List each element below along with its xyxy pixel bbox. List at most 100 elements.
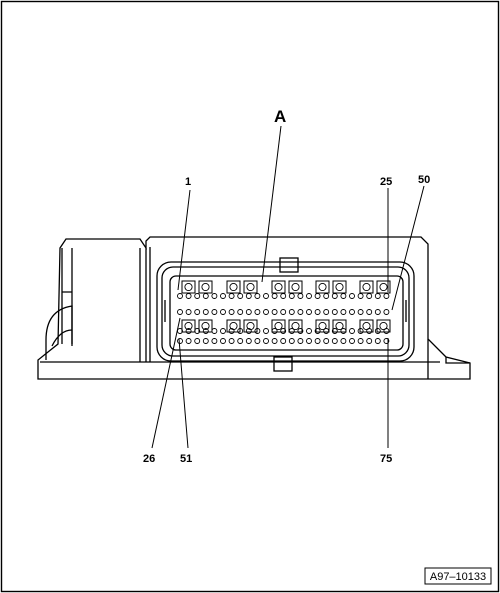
pin — [271, 328, 278, 334]
pin — [280, 309, 287, 315]
control-unit-housing — [37, 236, 471, 380]
housing-step — [139, 247, 151, 362]
pin — [306, 328, 312, 334]
shroud-inner — [161, 266, 410, 357]
pin — [211, 309, 218, 315]
pin — [340, 309, 347, 315]
callout-a: A — [274, 107, 286, 126]
pin — [340, 328, 347, 334]
pin — [185, 338, 192, 344]
connector-shroud — [156, 261, 415, 362]
terminal-socket — [318, 321, 327, 331]
pin — [288, 338, 295, 344]
shroud-ribs — [164, 300, 407, 322]
pin — [323, 309, 330, 315]
right-foot — [427, 339, 470, 379]
pin — [331, 309, 338, 315]
terminal-block — [315, 280, 330, 294]
callout-pin-75: 75 — [380, 453, 392, 465]
terminal-socket — [291, 321, 300, 331]
pin — [194, 309, 201, 315]
pin — [366, 309, 373, 315]
terminal-socket — [291, 282, 300, 292]
pin — [263, 338, 269, 344]
pin — [220, 328, 226, 334]
pin — [331, 328, 338, 334]
pin — [271, 309, 278, 315]
pin — [211, 293, 218, 299]
terminal-socket — [274, 321, 283, 331]
left-flange — [45, 305, 73, 360]
terminal-socket — [274, 282, 283, 292]
pin — [220, 293, 226, 299]
terminal-block — [332, 280, 347, 294]
pin — [366, 338, 373, 344]
pin — [202, 328, 209, 334]
terminal-socket — [379, 321, 388, 331]
terminal-block — [376, 319, 391, 333]
pin — [280, 338, 287, 344]
pin — [374, 293, 381, 299]
pin — [306, 309, 312, 315]
pin — [314, 309, 321, 315]
pin — [202, 309, 209, 315]
terminal-block — [315, 319, 330, 333]
pin — [254, 309, 261, 315]
terminal-block — [243, 319, 258, 333]
terminal-socket — [335, 282, 344, 292]
leader-pin-26 — [151, 317, 181, 449]
callout-pin-25: 25 — [380, 176, 392, 188]
terminal-socket — [379, 282, 388, 292]
terminal-block — [198, 319, 213, 333]
pin — [374, 309, 381, 315]
terminal-socket — [335, 321, 344, 331]
pin — [211, 338, 218, 344]
terminal-block — [181, 280, 196, 294]
pin — [280, 293, 287, 299]
leader-pin-1 — [177, 189, 191, 291]
pin — [349, 338, 355, 344]
pin — [228, 338, 235, 344]
bottom-tab — [273, 356, 293, 372]
terminal-block — [376, 280, 391, 294]
pin — [254, 293, 261, 299]
pin — [297, 309, 304, 315]
pin — [331, 338, 338, 344]
pin — [288, 309, 295, 315]
pin — [237, 293, 244, 299]
pin — [288, 328, 295, 334]
pin — [228, 328, 235, 334]
pin — [323, 328, 330, 334]
callout-pin-51: 51 — [180, 453, 192, 465]
pin — [194, 338, 201, 344]
pin — [349, 293, 355, 299]
leader-lines — [151, 125, 425, 449]
pin — [331, 293, 338, 299]
pin — [297, 338, 304, 344]
pin — [263, 309, 269, 315]
pin — [202, 338, 209, 344]
pin — [374, 328, 381, 334]
pin — [280, 328, 287, 334]
terminal-socket — [184, 321, 193, 331]
terminal-socket — [246, 282, 255, 292]
pin — [211, 328, 218, 334]
pin — [228, 293, 235, 299]
pin — [383, 293, 390, 299]
terminal-socket — [362, 282, 371, 292]
pin — [383, 328, 390, 334]
pin — [254, 338, 261, 344]
pin — [383, 338, 390, 344]
leader-pin-50 — [391, 185, 425, 311]
terminal-block — [271, 319, 286, 333]
pin — [374, 338, 381, 344]
leader-pin-51 — [178, 338, 189, 449]
pin — [366, 328, 373, 334]
pin — [237, 338, 244, 344]
terminal-socket — [229, 282, 238, 292]
pin — [237, 309, 244, 315]
pin — [357, 293, 364, 299]
pin — [366, 293, 373, 299]
terminal-socket — [201, 321, 210, 331]
terminal-block — [359, 280, 374, 294]
